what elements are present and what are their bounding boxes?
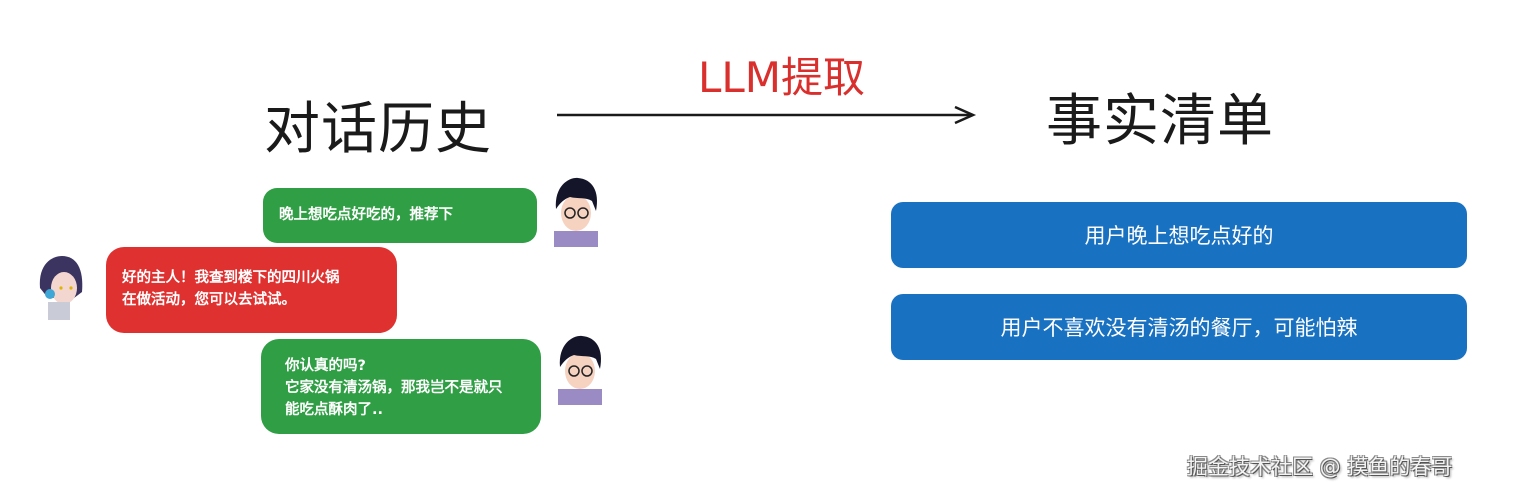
llm-extract-label: LLM提取 (698, 53, 866, 102)
message-line: 它家没有清汤锅，那我岂不是就只 (285, 380, 503, 396)
watermark: 掘金技术社区 @ 摸鱼的春哥 (1187, 455, 1453, 479)
fact-item: 用户晚上想吃点好的 (891, 202, 1467, 268)
user-avatar-icon (558, 335, 602, 405)
fact-item: 用户不喜欢没有清汤的餐厅，可能怕辣 (891, 294, 1467, 360)
message-line: 好的主人！我查到楼下的四川火锅 (122, 270, 340, 286)
user-avatar-icon (554, 177, 598, 247)
message-line: 晚上想吃点好吃的，推荐下 (279, 207, 453, 223)
message-line: 能吃点酥肉了.. (285, 402, 384, 418)
fact-list-title: 事实清单 (1046, 89, 1274, 154)
user-message-bubble: 晚上想吃点好吃的，推荐下 (263, 188, 537, 243)
message-line: 你认真的吗? (285, 358, 366, 374)
right-arrow-icon (557, 105, 977, 125)
assistant-avatar-icon (39, 256, 83, 320)
message-line: 在做活动，您可以去试试。 (122, 292, 296, 308)
assistant-message-bubble: 好的主人！我查到楼下的四川火锅 在做活动，您可以去试试。 (106, 247, 397, 333)
conversation-history-title: 对话历史 (264, 97, 492, 162)
user-message-bubble: 你认真的吗? 它家没有清汤锅，那我岂不是就只 能吃点酥肉了.. (261, 339, 541, 434)
